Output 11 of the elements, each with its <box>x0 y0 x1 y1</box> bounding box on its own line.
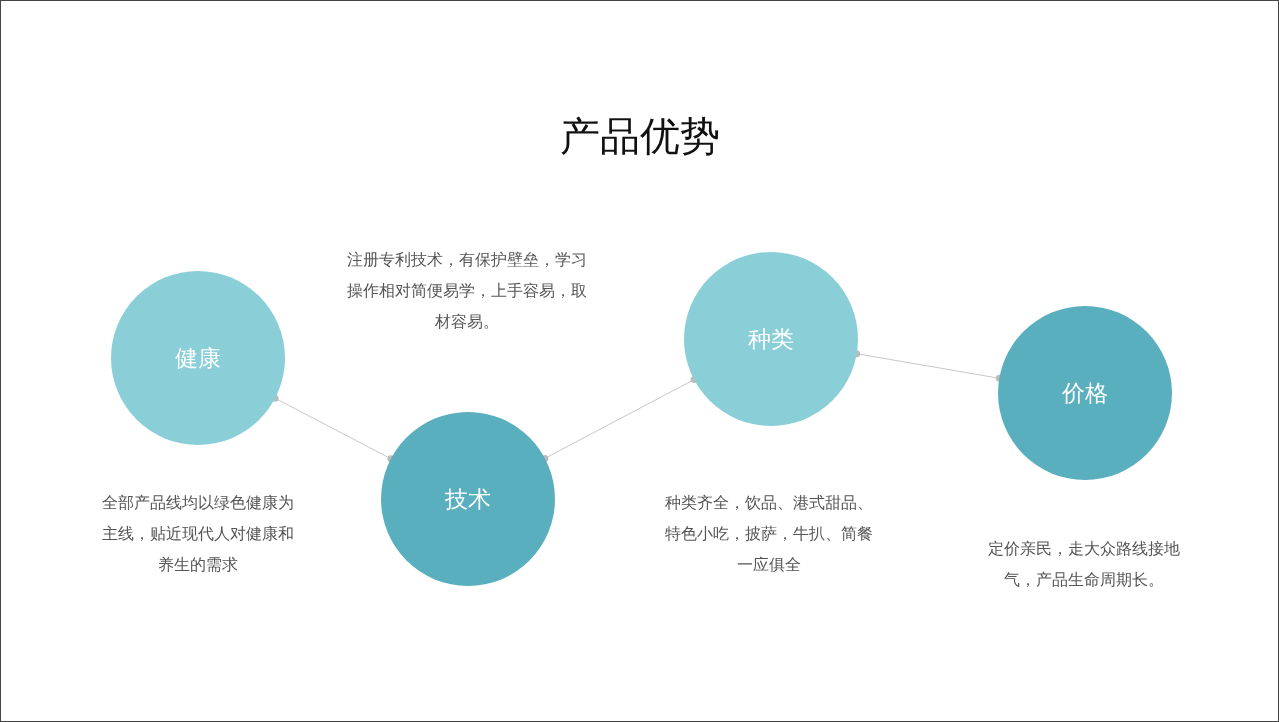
description-text: 注册专利技术，有保护壁垒，学习操作相对简便易学，上手容易，取材容易。 <box>346 249 588 333</box>
description-text: 全部产品线均以绿色健康为主线，贴近现代人对健康和养生的需求 <box>101 492 295 576</box>
connector-line <box>541 376 698 462</box>
node-label: 健康 <box>174 343 222 373</box>
description-text: 种类齐全，饮品、港式甜品、特色小吃，披萨，牛扒、简餐一应俱全 <box>664 492 874 576</box>
description-text: 定价亲民，走大众路线接地气，产品生命周期长。 <box>987 538 1181 591</box>
node-label: 价格 <box>1061 378 1109 408</box>
node-label: 种类 <box>747 324 795 354</box>
title: 产品优势 <box>558 112 721 161</box>
node-label: 技术 <box>444 484 492 514</box>
connector-line <box>271 394 395 463</box>
